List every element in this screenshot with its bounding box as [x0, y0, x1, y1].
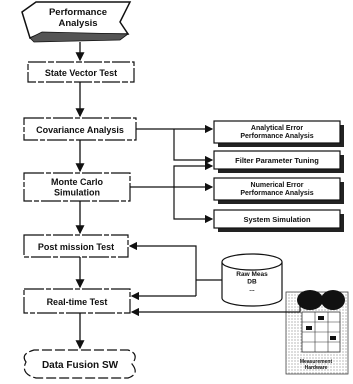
end-terminator: Data Fusion SW: [24, 350, 135, 378]
post-mission-test-label: Post mission Test: [38, 242, 114, 252]
filter-parameter-tuning-label: Filter Parameter Tuning: [235, 156, 319, 165]
real-time-test-label: Real-time Test: [47, 297, 108, 307]
connector-covariance-to-tuning: [174, 129, 212, 160]
real-time-test-box: Real-time Test: [24, 289, 130, 313]
database-connectors: [130, 246, 222, 296]
covariance-analysis-box: Covariance Analysis: [24, 118, 136, 140]
connector-db-to-postmission: [130, 246, 196, 280]
connector-montecarlo-to-system: [174, 187, 212, 219]
covariance-analysis-label: Covariance Analysis: [36, 125, 124, 135]
filter-parameter-tuning-box: Filter Parameter Tuning: [214, 151, 344, 173]
end-label: Data Fusion SW: [42, 360, 119, 371]
system-simulation-box: System Simulation: [214, 210, 344, 232]
post-mission-test-box: Post mission Test: [24, 235, 128, 257]
state-vector-test-box: State Vector Test: [28, 62, 134, 82]
connector-montecarlo-to-tuning: [174, 166, 212, 187]
output-connectors: [130, 129, 212, 219]
system-simulation-label: System Simulation: [243, 215, 311, 224]
state-vector-test-label: State Vector Test: [45, 68, 117, 78]
